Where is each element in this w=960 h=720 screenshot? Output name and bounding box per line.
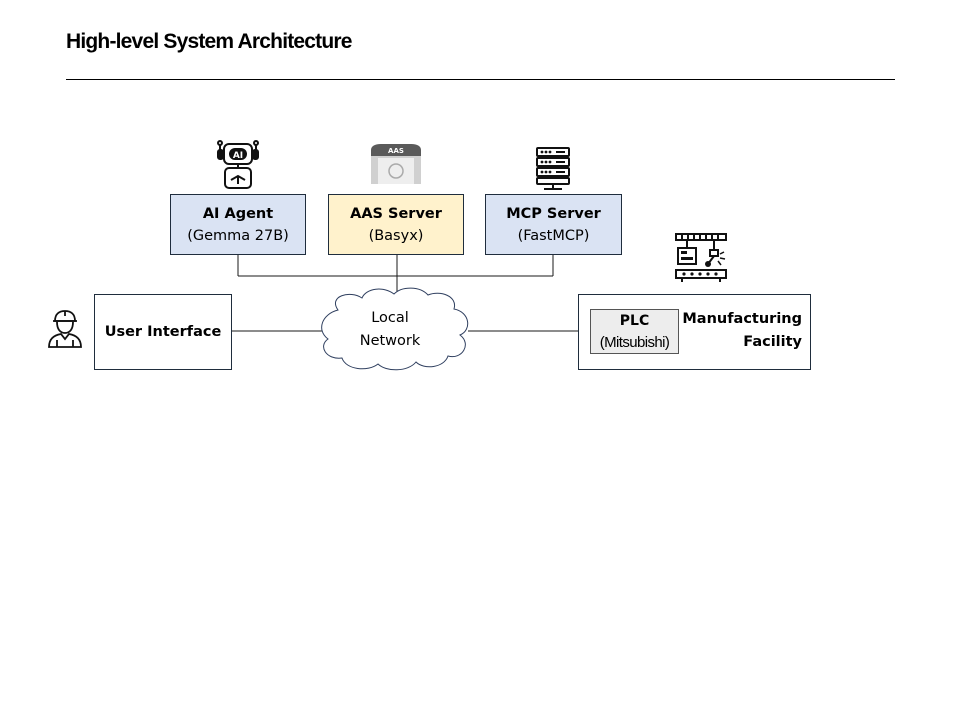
aas-document-icon: AAS bbox=[371, 144, 421, 184]
mcp-server-title: MCP Server bbox=[506, 205, 601, 222]
plc-title: PLC bbox=[619, 312, 650, 329]
ai-agent-detail: (Gemma 27B) bbox=[187, 227, 289, 244]
plc-detail: (Mitsubishi) bbox=[599, 333, 670, 351]
network-line-1: Local bbox=[371, 310, 409, 326]
facility-line-2: Facility bbox=[743, 334, 802, 350]
ai-agent-title: AI Agent bbox=[202, 205, 274, 222]
factory-machine-icon bbox=[675, 233, 727, 282]
robot-icon: AI bbox=[217, 140, 259, 189]
network-line-2: Network bbox=[359, 333, 421, 349]
aas-server-title: AAS Server bbox=[350, 205, 442, 222]
local-network-label: Local Network bbox=[330, 307, 450, 353]
mcp-server-detail: (FastMCP) bbox=[517, 227, 590, 244]
aas-icon-badge: AAS bbox=[388, 147, 404, 155]
user-interface-box: User Interface bbox=[94, 294, 232, 370]
server-rack-icon bbox=[536, 147, 570, 190]
user-interface-title: User Interface bbox=[104, 324, 222, 340]
aas-server-detail: (Basyx) bbox=[368, 227, 424, 244]
worker-icon bbox=[48, 310, 82, 348]
page-title: High-level System Architecture bbox=[66, 30, 352, 53]
ai-badge: AI bbox=[233, 151, 243, 161]
title-divider bbox=[66, 79, 895, 80]
ai-agent-box: AI Agent (Gemma 27B) bbox=[170, 194, 306, 255]
manufacturing-facility-box bbox=[578, 294, 811, 370]
mcp-server-box: MCP Server (FastMCP) bbox=[485, 194, 622, 255]
manufacturing-facility-label: Manufacturing Facility bbox=[682, 308, 802, 354]
facility-line-1: Manufacturing bbox=[682, 311, 802, 327]
aas-server-box: AAS Server (Basyx) bbox=[328, 194, 464, 255]
local-network-cloud bbox=[321, 287, 469, 371]
plc-box: PLC (Mitsubishi) bbox=[590, 309, 679, 354]
